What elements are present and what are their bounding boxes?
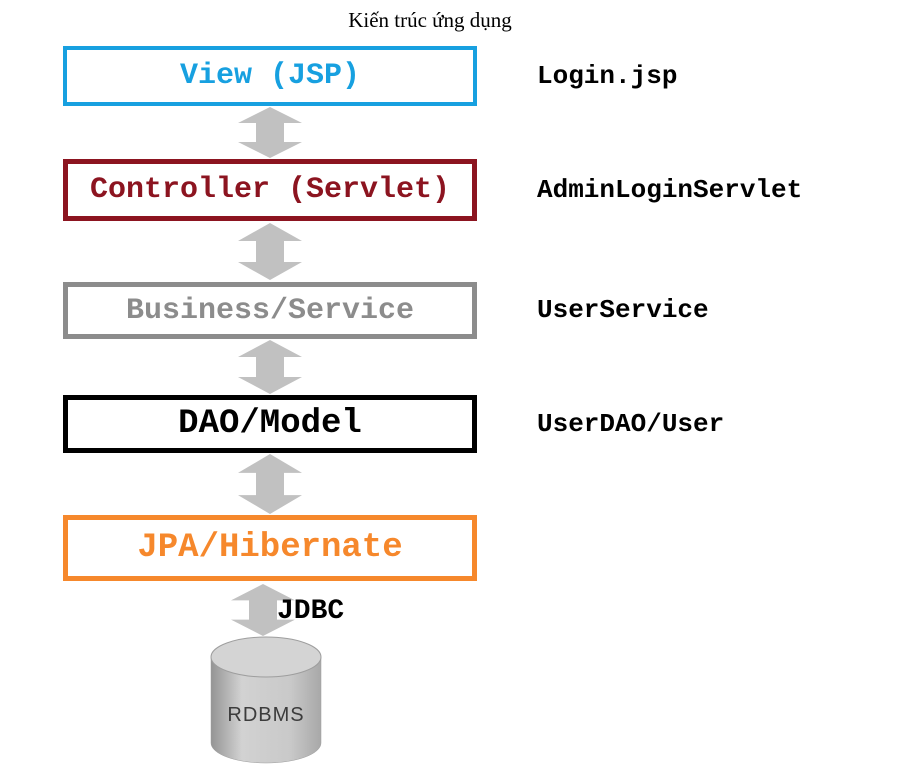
layer-box-jpa: JPA/Hibernate	[63, 515, 477, 581]
annotation-dao: UserDAO/User	[537, 409, 725, 439]
layer-label-business: Business/Service	[125, 293, 415, 328]
layer-label-jpa: JPA/Hibernate	[137, 529, 403, 567]
annotation-view: Login.jsp	[537, 61, 678, 91]
annotation-controller: AdminLoginServlet	[537, 175, 803, 205]
double-arrow-icon	[238, 340, 302, 394]
double-arrow-icon	[238, 454, 302, 514]
connector-label-jdbc: JDBC	[277, 596, 345, 627]
database-label: RDBMS	[227, 704, 304, 726]
database-cylinder: RDBMS	[210, 636, 322, 764]
layer-box-view: View (JSP)	[63, 46, 477, 106]
layer-box-dao: DAO/Model	[63, 395, 477, 453]
layer-label-controller: Controller (Servlet)	[89, 173, 451, 207]
layer-box-business: Business/Service	[63, 282, 477, 339]
annotation-business: UserService	[537, 295, 709, 325]
double-arrow-icon	[238, 107, 302, 158]
page-title: Kiến trúc ứng dụng	[348, 8, 512, 32]
layer-box-controller: Controller (Servlet)	[63, 159, 477, 221]
double-arrow-icon	[231, 584, 295, 636]
layer-label-view: View (JSP)	[179, 59, 361, 93]
layer-label-dao: DAO/Model	[178, 405, 362, 443]
double-arrow-icon	[238, 223, 302, 280]
